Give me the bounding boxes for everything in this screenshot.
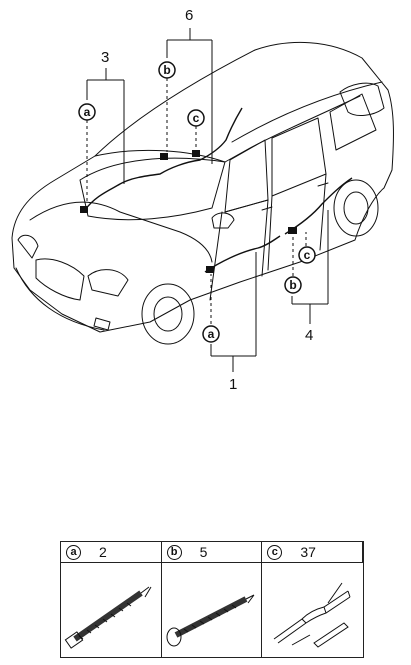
callout-number-6: 6: [185, 7, 193, 24]
legend-qty-c: 37: [300, 544, 316, 560]
badge-circle-b-lower: [284, 276, 302, 294]
front-door-window: [224, 139, 269, 213]
grille: [35, 258, 85, 301]
side-mirror: [211, 212, 235, 229]
fog-lamp: [93, 317, 111, 331]
badge-letter-b-upper: b: [163, 63, 170, 77]
connector: [80, 206, 88, 213]
quarter-window: [329, 93, 377, 151]
connector: [206, 266, 214, 273]
connector: [288, 227, 297, 234]
rear-door: [267, 173, 327, 271]
legend-header-b: b 5: [161, 542, 263, 563]
connector: [192, 150, 200, 157]
badge-letter-a-lower: a: [208, 327, 215, 341]
badge-letter-b-lower: b: [289, 278, 296, 292]
connector: [160, 153, 168, 160]
front-door-wiring-harness: [204, 235, 281, 273]
bracket-4: [291, 210, 329, 324]
callout-number-4: 4: [305, 327, 313, 344]
grommet-a-illustration: [64, 586, 152, 649]
legend-header-a: a 2: [61, 542, 162, 563]
door-handle-front: [261, 206, 273, 211]
bracket-6: [166, 28, 213, 164]
vehicle-outline: [11, 42, 394, 333]
bracket-3: [86, 68, 125, 184]
grommet-b-illustration: [166, 594, 255, 647]
callout-number-3: 3: [101, 49, 109, 66]
front-bumper: [15, 267, 105, 331]
legend-qty-b: 5: [199, 544, 208, 560]
front-wheel-hub: [153, 296, 183, 332]
legend-part-b-cell: [162, 563, 263, 657]
legend-header-c: c 37: [262, 542, 363, 563]
clip-c-illustration: [274, 582, 351, 648]
headlight-right: [87, 269, 129, 297]
legend-qty-a: 2: [99, 544, 107, 560]
legend-badge-c: c: [267, 544, 283, 560]
badge-letter-c-lower: c: [304, 248, 311, 262]
badge-circle-a-lower: [202, 325, 220, 343]
parts-legend-table: a 2 b 5 c 37: [60, 541, 364, 658]
front-wheel: [141, 283, 195, 345]
bracket-1: [210, 252, 257, 372]
legend-badge-b: b: [166, 544, 182, 560]
rear-wheel-hub: [343, 191, 369, 225]
front-door: [209, 199, 269, 301]
hood: [29, 201, 213, 263]
headlight-left: [17, 234, 39, 259]
dash-wiring-harness: [84, 107, 243, 211]
rear-door-window: [271, 117, 327, 197]
callout-number-1: 1: [229, 376, 237, 393]
rear-door-wiring-harness: [284, 177, 353, 235]
badge-circle-c-upper: [187, 109, 205, 127]
roof-rail: [231, 81, 383, 143]
rear-wheel: [333, 179, 379, 237]
windshield: [79, 157, 226, 221]
badge-circle-a-upper: [78, 103, 96, 121]
badge-circle-b-upper: [158, 61, 176, 79]
vehicle-wiring-diagram: 6 3 1 4 a b c a b c: [11, 7, 394, 393]
badge-letter-a-upper: a: [84, 105, 91, 119]
badge-letter-c-upper: c: [193, 111, 200, 125]
rear-glass: [339, 82, 385, 116]
legend-part-a-cell: [61, 563, 162, 657]
legend-part-c-cell: [262, 563, 363, 657]
door-handle-rear: [317, 182, 329, 187]
legend-badge-a: a: [66, 544, 81, 560]
roof-line: [94, 95, 361, 163]
badge-circle-c-lower: [298, 246, 316, 264]
